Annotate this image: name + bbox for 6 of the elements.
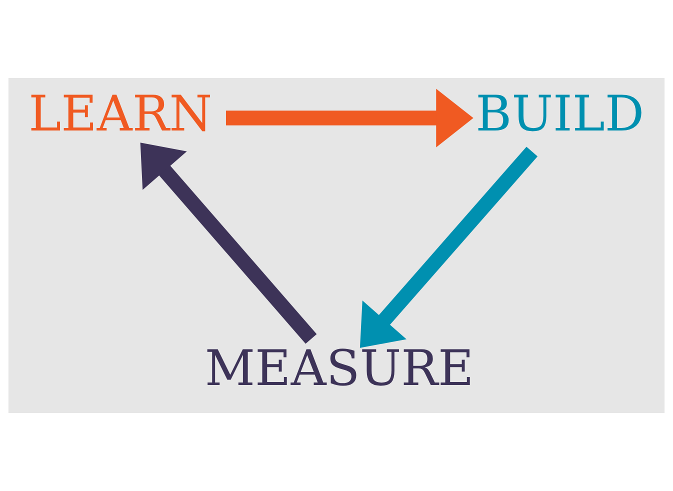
- arrow: [226, 88, 474, 148]
- node-text: MEASURE: [204, 339, 474, 398]
- node-text: LEARN: [28, 84, 212, 142]
- arrow: [140, 142, 317, 344]
- node-text: BUILD: [476, 84, 644, 142]
- arrow: [360, 146, 538, 348]
